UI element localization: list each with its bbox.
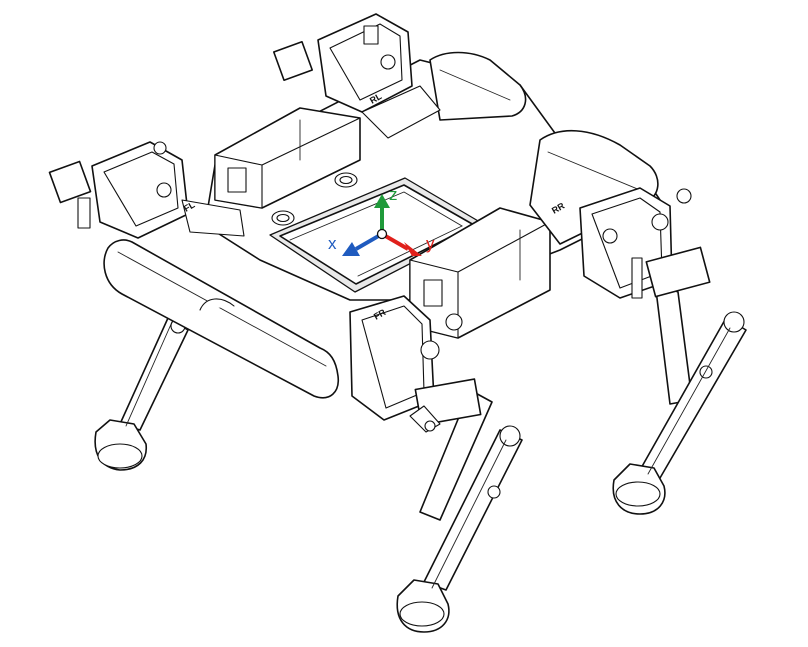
x-axis-label: x [328,234,337,253]
hip-joint-rear-right: RR [550,187,711,299]
y-axis-label: y [426,234,435,253]
leg-rear-left [396,389,523,633]
hip-joint-front-right: FR [349,295,482,433]
leg-label-front-left: FL [182,199,197,213]
origin-marker [376,228,388,240]
y-axis-arrowhead [404,242,422,256]
z-axis-label: z [389,185,398,204]
z-axis-arrowhead [374,194,390,208]
hip-joint-front-left: FL [48,141,245,239]
leg-rear-right [612,281,747,515]
coordinate-frame: z x y [328,185,435,256]
hip-joint-rear-left: RL [272,13,441,139]
leg-front-left [94,317,189,471]
x-axis-arrowhead [342,242,360,256]
